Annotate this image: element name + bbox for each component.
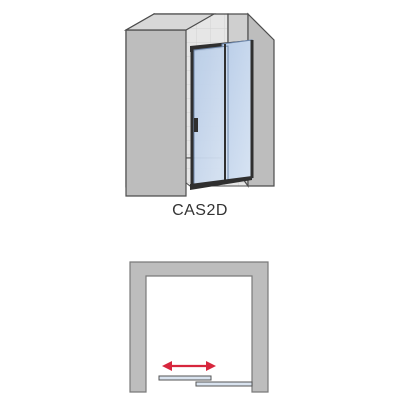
- plan-wall: [129, 261, 269, 393]
- front-glass-panel: [193, 45, 229, 187]
- double-arrow-icon: [162, 361, 216, 371]
- isometric-view: [123, 12, 275, 197]
- plan-panel-inner: [158, 375, 212, 381]
- plan-panel-outer: [195, 381, 253, 387]
- left-wall-top: [123, 13, 217, 31]
- model-label: CAS2D: [172, 202, 228, 219]
- left-wall-front: [125, 29, 187, 197]
- floor-plan-view: [129, 261, 269, 393]
- bottom-rail: [190, 176, 252, 190]
- door-handle: [194, 118, 198, 132]
